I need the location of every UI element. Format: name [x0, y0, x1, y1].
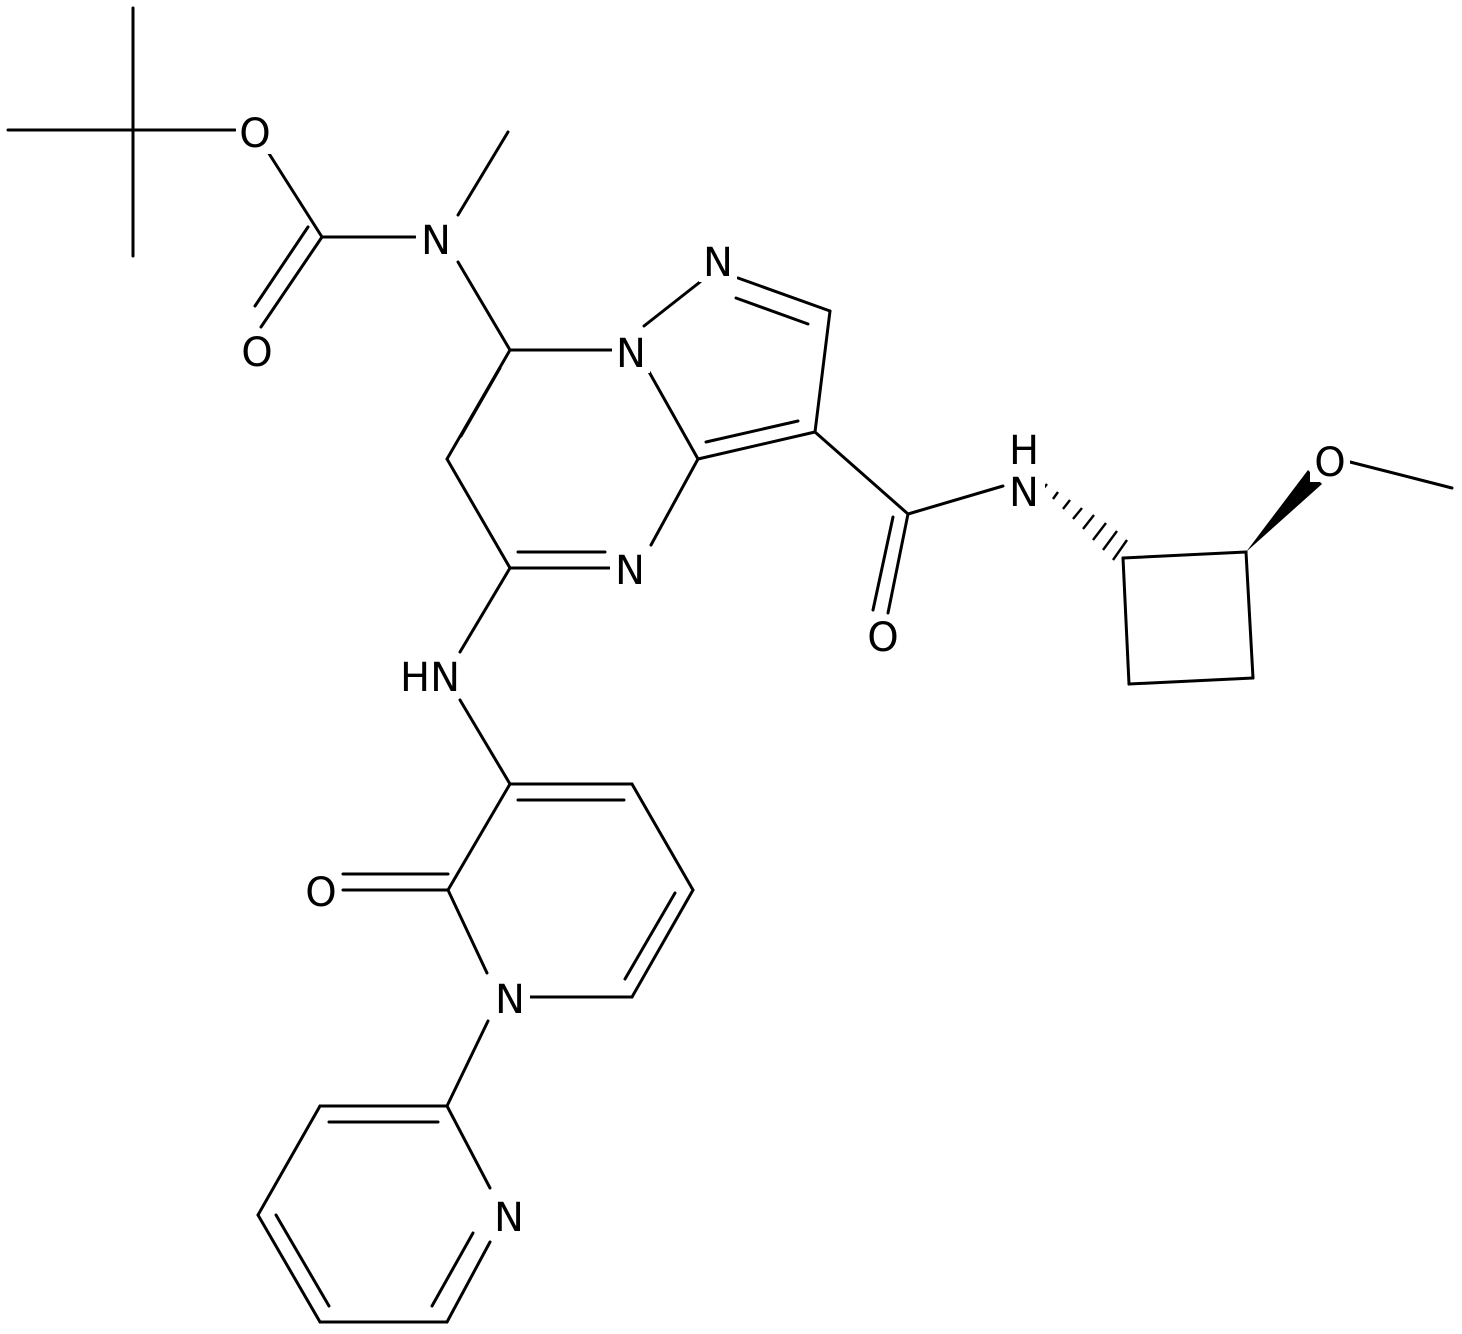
bond [1121, 556, 1131, 686]
bond [445, 1240, 492, 1324]
hashed-bond [1042, 483, 1128, 561]
wedge-bond [1246, 470, 1322, 552]
atom-HN-amine: HN [398, 655, 462, 701]
bond [456, 130, 510, 217]
svg-text:N: N [615, 548, 645, 594]
bond [1121, 550, 1248, 560]
atom-N-carbamate: N [416, 218, 454, 264]
bond [445, 457, 512, 570]
svg-text:O: O [305, 870, 336, 916]
svg-text:O: O [241, 330, 272, 376]
bond [256, 1104, 322, 1217]
bond [630, 782, 695, 892]
atom-O-ester: O [236, 111, 274, 157]
svg-text:N: N [495, 977, 525, 1023]
svg-text:N: N [616, 331, 646, 377]
bond [1127, 676, 1255, 686]
bond [456, 260, 512, 352]
bond [266, 150, 324, 239]
bond [813, 309, 832, 434]
atom-O-methoxy: O [1310, 440, 1350, 486]
bond [736, 276, 832, 313]
bond [871, 515, 895, 612]
bond [646, 368, 700, 461]
bond [704, 419, 800, 444]
atom-N-pyridone: N [490, 977, 530, 1023]
bond [623, 891, 677, 981]
svg-text:O: O [867, 615, 898, 661]
atom-O-amide: O [864, 615, 904, 661]
bond [458, 566, 512, 654]
svg-text:N: N [494, 1195, 524, 1241]
bonds [6, 6, 1454, 1324]
atom-labels: O O N N N N H N O [236, 111, 1350, 1241]
svg-text:N: N [703, 240, 733, 286]
bond [446, 888, 489, 975]
atom-N-pyridine: N [489, 1195, 529, 1241]
svg-text:O: O [1314, 440, 1345, 486]
svg-text:N: N [421, 218, 451, 264]
bond [886, 512, 910, 615]
atom-N-pyrimidine: N [610, 548, 650, 594]
svg-text:O: O [239, 111, 270, 157]
bond [696, 430, 817, 461]
bond [642, 280, 702, 328]
bond [445, 1019, 490, 1108]
atom-NH-amide: H N [1005, 428, 1045, 516]
bond [630, 888, 695, 999]
bond [256, 1213, 322, 1324]
bond [459, 366, 502, 438]
bond [458, 698, 512, 786]
bond [445, 1104, 492, 1190]
atom-N-pyrazole: N [699, 240, 737, 286]
svg-text:N: N [1009, 470, 1039, 516]
bond [1348, 460, 1454, 490]
bond [906, 484, 1005, 516]
bond [253, 225, 310, 308]
bond [430, 1231, 475, 1308]
bond [734, 296, 810, 326]
bond [274, 1213, 331, 1308]
atom-O-pyridone: O [301, 870, 341, 916]
bond [649, 457, 700, 547]
svg-text:HN: HN [400, 655, 460, 701]
bond [259, 235, 324, 329]
bond [813, 430, 910, 516]
atom-O-boc-carbonyl: O [238, 330, 276, 376]
bond [446, 782, 512, 892]
bond [1244, 550, 1255, 680]
svg-text:H: H [1009, 428, 1039, 474]
atom-N-bridgehead: N [612, 331, 650, 377]
